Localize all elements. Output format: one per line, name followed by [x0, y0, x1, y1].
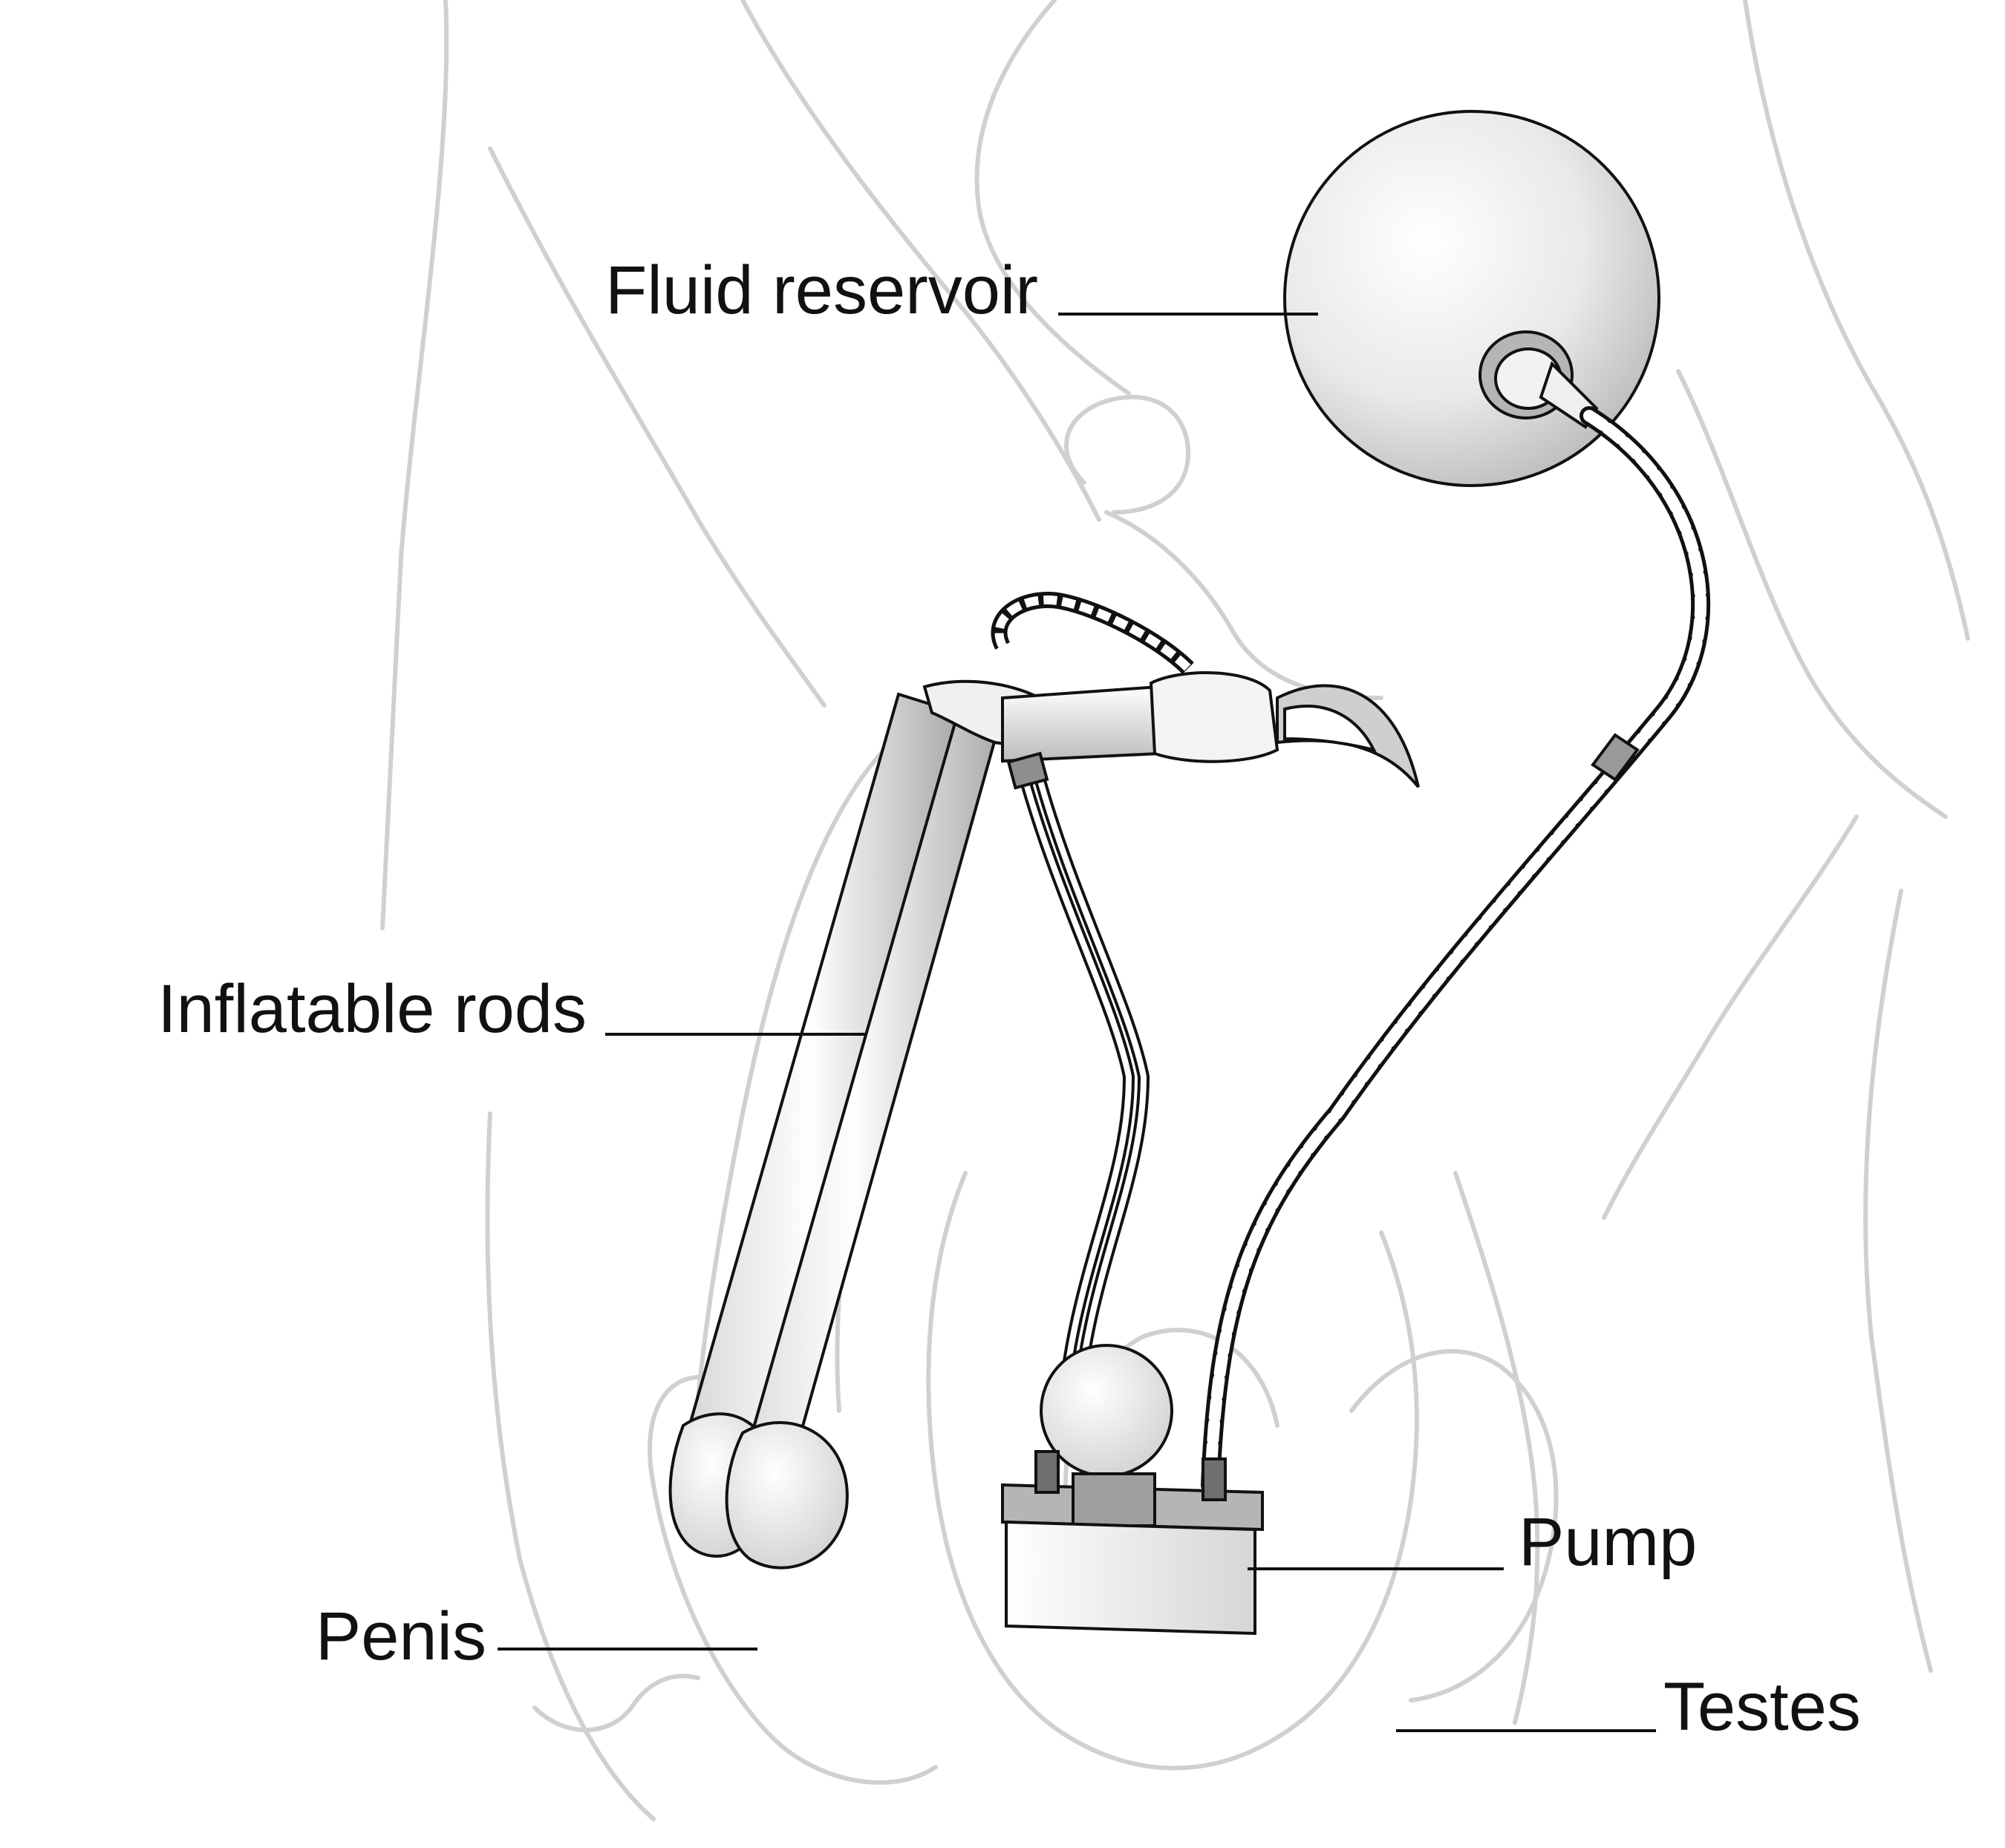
pelvis-upper-contour — [974, 0, 1131, 396]
pelvis-ring-contour — [1064, 394, 1190, 515]
pump — [1001, 1344, 1264, 1636]
right-thigh-inner-contour — [1676, 369, 1948, 819]
label-pump: Pump — [1519, 1504, 1697, 1580]
inflatable-rods — [688, 671, 1420, 1457]
label-fluid-reservoir: Fluid reservoir — [605, 252, 1038, 328]
torso-left-inner-contour — [488, 146, 827, 708]
label-inflatable-rods: Inflatable rods — [157, 971, 587, 1047]
penis-outline — [648, 1374, 938, 1785]
right-lower-contour — [1602, 814, 1859, 1220]
bladder-contour — [1104, 510, 1383, 700]
left-thigh-contour — [688, 740, 893, 1487]
right-leg-contour — [1863, 889, 1933, 1673]
hip-contour — [740, 0, 1101, 522]
penis-shaft-contour — [485, 1111, 656, 1821]
label-penis: Penis — [316, 1599, 486, 1674]
reservoir-tube — [1201, 406, 1710, 1495]
testis-right-contour — [1349, 1349, 1559, 1702]
right-groin-contour — [1453, 1171, 1540, 1725]
label-testes: Testes — [1663, 1669, 1861, 1745]
rod-tubes — [991, 592, 1194, 1426]
torso-left-contour — [380, 0, 449, 930]
fluid-reservoir — [1283, 110, 1660, 487]
rod-tips — [668, 1412, 849, 1570]
anatomy-outline — [380, 0, 1970, 1821]
glans-contour — [532, 1674, 700, 1732]
scrotum-right-contour — [1275, 1230, 1419, 1740]
scrotum-left-contour — [926, 1171, 1279, 1771]
right-thigh-contour — [1743, 0, 1970, 641]
